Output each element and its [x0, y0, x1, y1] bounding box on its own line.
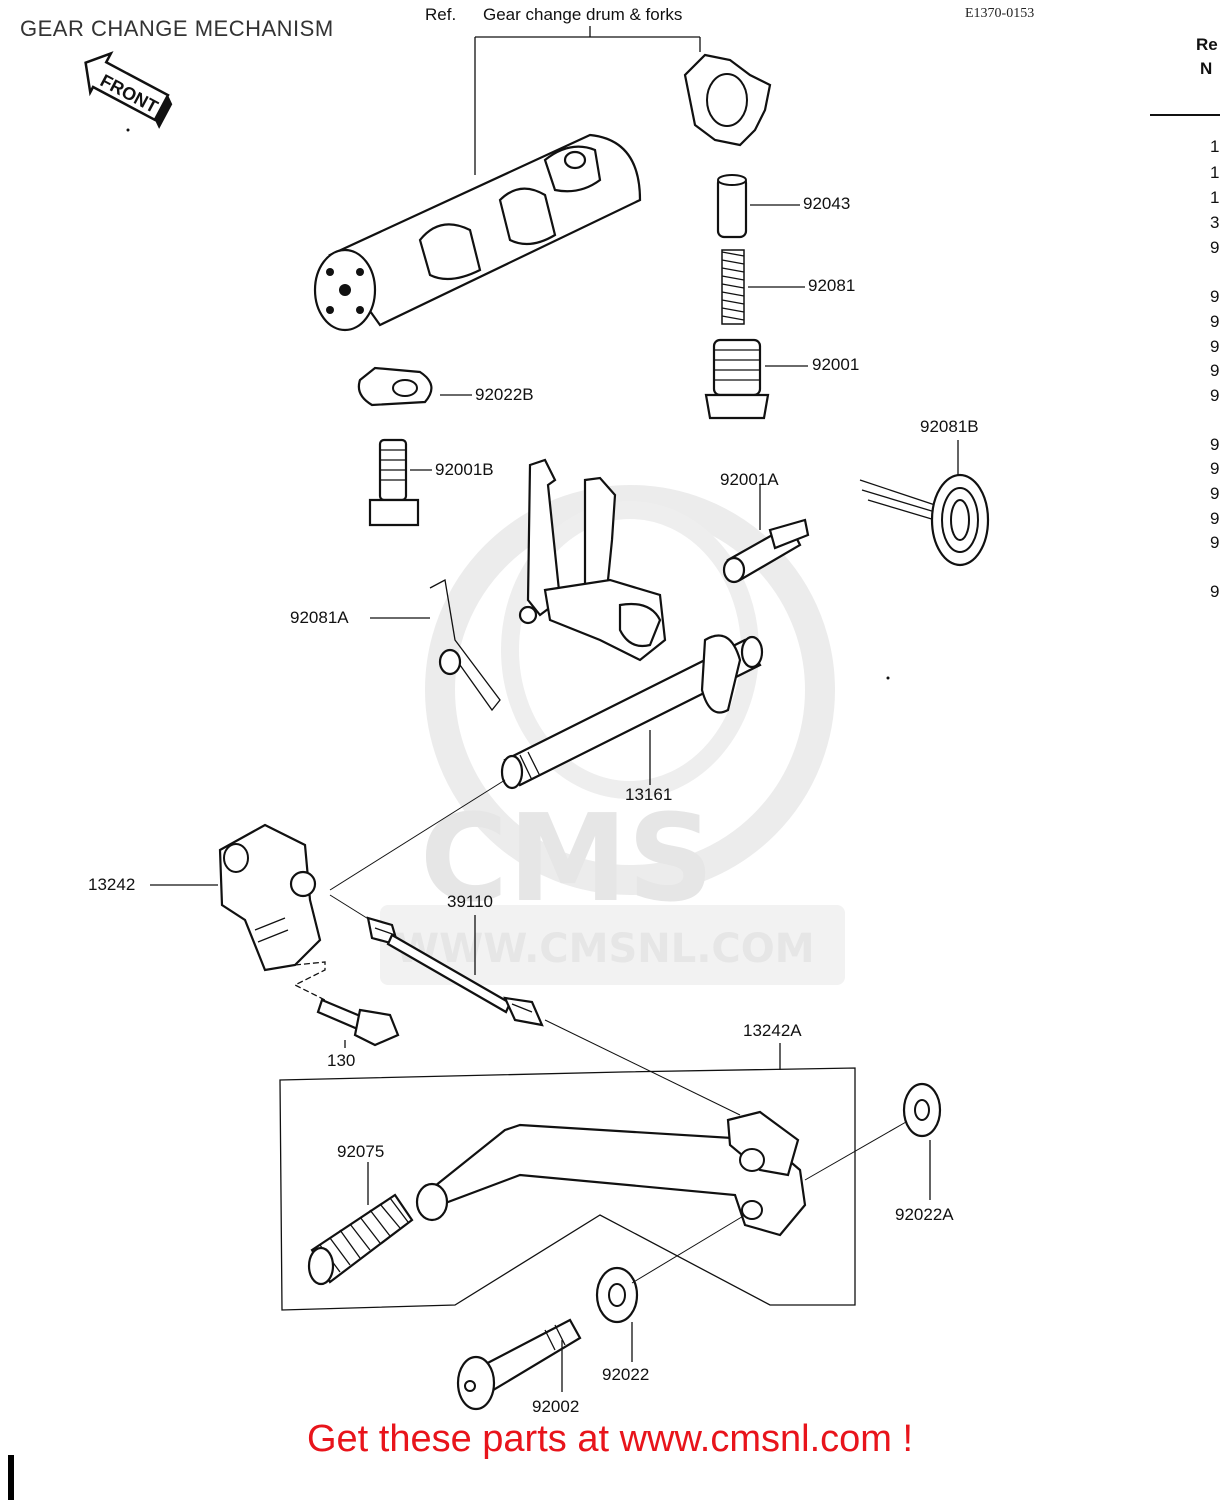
column-header-2: N: [1200, 59, 1212, 78]
column-header-1: Re: [1196, 35, 1218, 54]
label-13242A: 13242A: [743, 1021, 802, 1040]
label-130: 130: [327, 1051, 355, 1070]
column-row: 9: [1210, 459, 1219, 478]
column-row: 1: [1210, 188, 1219, 207]
label-92081B: 92081B: [920, 417, 979, 436]
shift-fork-assembly: [518, 458, 667, 662]
label-13161: 13161: [625, 785, 672, 804]
label-92001A: 92001A: [720, 470, 779, 489]
part-92043-pin: 92043: [716, 174, 850, 239]
column-row: 9: [1210, 533, 1219, 552]
label-92043: 92043: [803, 194, 850, 213]
column-row: 1: [1210, 163, 1219, 182]
reference-number-column: Re N 1 1 1 3 9 9 9 9 9 9 9 9 9 9 9 9: [1150, 35, 1220, 601]
column-row: 9: [1210, 582, 1219, 601]
gear-change-drum: [313, 133, 642, 332]
edge-bar: [8, 1455, 14, 1500]
part-92022A-washer: 92022A: [804, 1082, 954, 1224]
column-row: 9: [1210, 312, 1219, 331]
part-13161-shift-shaft: 13161: [329, 634, 764, 891]
label-92022B: 92022B: [475, 385, 534, 404]
label-92002: 92002: [532, 1397, 579, 1416]
label-92081A: 92081A: [290, 608, 349, 627]
part-92001-plug: 92001: [704, 338, 859, 420]
label-92022: 92022: [602, 1365, 649, 1384]
front-arrow-icon: FRONT: [84, 51, 173, 129]
label-92081: 92081: [808, 276, 855, 295]
label-39110: 39110: [447, 892, 493, 911]
footer-link[interactable]: Get these parts at www.cmsnl.com !: [306, 1418, 914, 1460]
part-13242-shift-arm: 13242: [88, 823, 322, 972]
column-row: 3: [1210, 213, 1219, 232]
column-row: 9: [1210, 484, 1219, 503]
column-row: 9: [1210, 337, 1219, 356]
part-92022-washer: 92022: [595, 1214, 746, 1384]
part-92081B-torsion-spring: 92081B: [859, 417, 990, 567]
part-92081A-spring: 92081A: [290, 579, 501, 712]
part-39110-tie-rod: 39110: [329, 892, 741, 1116]
column-row: 9: [1210, 287, 1219, 306]
diagram-code: E1370-0153: [965, 6, 1035, 21]
shift-drum-cam-plate: [683, 53, 772, 147]
column-row: 9: [1210, 509, 1219, 528]
column-row: 9: [1210, 386, 1219, 405]
ref-text: Gear change drum & forks: [483, 5, 682, 24]
part-92002-pivot-bolt: 92002: [456, 1318, 582, 1416]
cms-watermark: CMS WWW.CMSNL.COM: [380, 485, 845, 985]
part-92001B-bolt: 92001B: [368, 438, 494, 527]
column-row: 9: [1210, 435, 1219, 454]
label-92001B: 92001B: [435, 460, 494, 479]
label-92075: 92075: [337, 1142, 384, 1161]
label-13242: 13242: [88, 875, 135, 894]
ref-bracket: Ref. Gear change drum & forks: [425, 5, 701, 175]
label-92022A: 92022A: [895, 1205, 954, 1224]
part-92075-pedal-rubber: 92075: [307, 1142, 414, 1286]
label-92001: 92001: [812, 355, 859, 374]
part-92001A-pin: 92001A: [720, 470, 810, 584]
ref-prefix: Ref.: [425, 5, 456, 24]
column-row: 9: [1210, 361, 1219, 380]
part-13242A-pedal-group: 13242A: [279, 1021, 856, 1311]
column-row: 1: [1210, 137, 1219, 156]
part-92022B-lockwasher: 92022B: [357, 366, 534, 407]
part-130-bolt: 130: [316, 998, 400, 1070]
column-row: 9: [1210, 238, 1219, 257]
diagram-title: GEAR CHANGE MECHANISM: [20, 16, 334, 41]
part-92081-spring: 92081: [721, 249, 855, 325]
watermark-url: WWW.CMSNL.COM: [395, 926, 815, 972]
